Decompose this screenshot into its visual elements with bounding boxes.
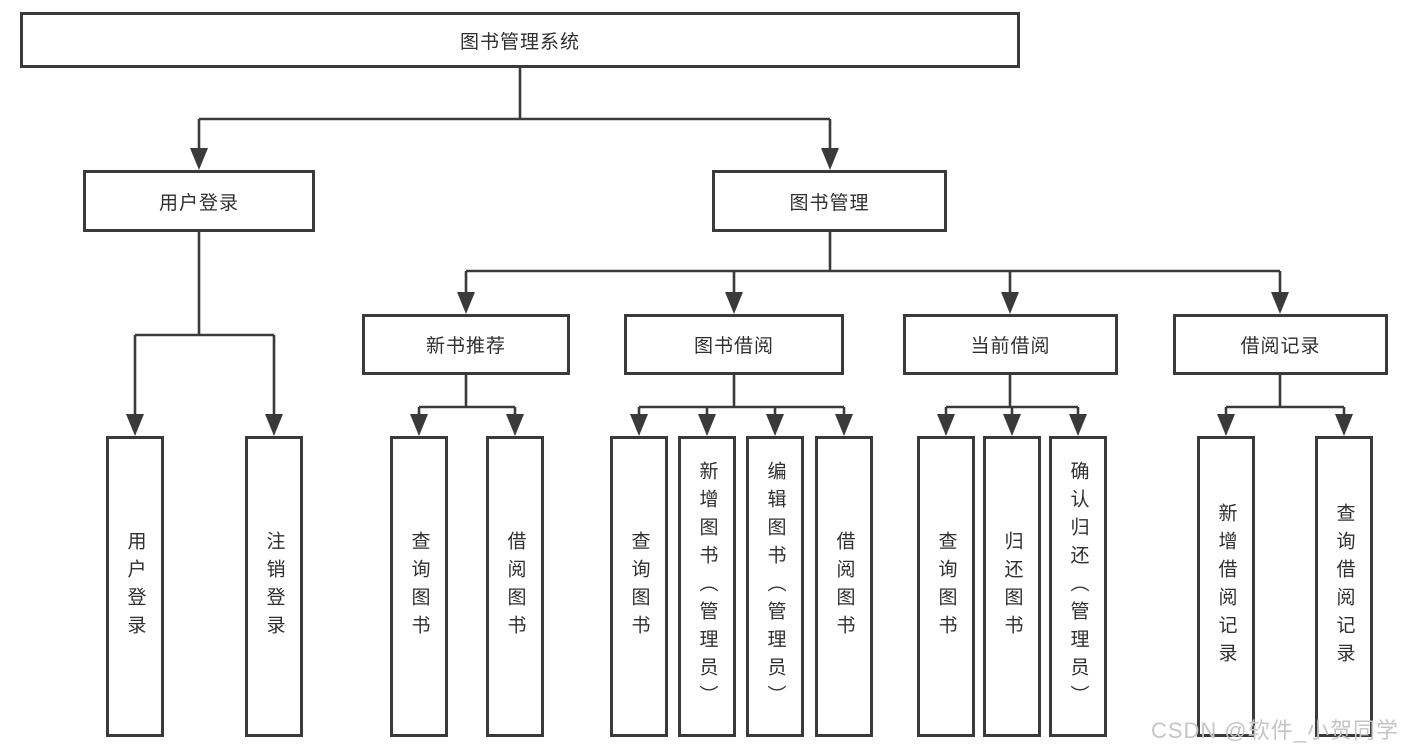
leaf-label: 确认归还（管理员） [1067,460,1089,713]
leaf-confirm-return-admin: 确认归还（管理员） [1049,436,1107,737]
leaf-user-login: 用户登录 [106,436,164,737]
leaf-add-borrow-record: 新增借阅记录 [1197,436,1255,737]
leaf-label: 查询图书 [408,530,430,643]
leaf-query-books: 查询图书 [610,436,668,737]
leaf-label: 新增图书（管理员） [696,460,718,713]
leaf-label: 新增借阅记录 [1215,502,1237,671]
leaf-label: 编辑图书（管理员） [764,460,786,713]
leaf-label: 查询图书 [628,530,650,643]
leaf-label: 注销登录 [263,530,285,643]
node-borrowing-records: 借阅记录 [1173,314,1388,375]
leaf-label: 归还图书 [1001,530,1023,643]
leaf-query-books: 查询图书 [390,436,448,737]
leaf-label: 借阅图书 [504,530,526,643]
node-new-book-recommendation: 新书推荐 [362,314,570,375]
leaf-query-borrow-record: 查询借阅记录 [1315,436,1373,737]
node-current-borrowing: 当前借阅 [903,314,1118,375]
leaf-borrow-books: 借阅图书 [486,436,544,737]
leaf-add-book-admin: 新增图书（管理员） [678,436,736,737]
leaf-edit-book-admin: 编辑图书（管理员） [746,436,804,737]
node-book-borrowing: 图书借阅 [624,314,844,375]
node-book-management: 图书管理 [712,170,947,232]
leaf-label: 用户登录 [124,530,146,643]
leaf-borrow-books: 借阅图书 [815,436,873,737]
leaf-logout-login: 注销登录 [245,436,303,737]
node-library-system: 图书管理系统 [20,12,1020,68]
node-user-login: 用户登录 [83,170,315,232]
leaf-return-books: 归还图书 [983,436,1041,737]
leaf-label: 借阅图书 [833,530,855,643]
leaf-query-books: 查询图书 [917,436,975,737]
csdn-watermark: CSDN @软件_小贺同学 [1150,718,1399,743]
leaf-label: 查询图书 [935,530,957,643]
leaf-label: 查询借阅记录 [1333,502,1355,671]
